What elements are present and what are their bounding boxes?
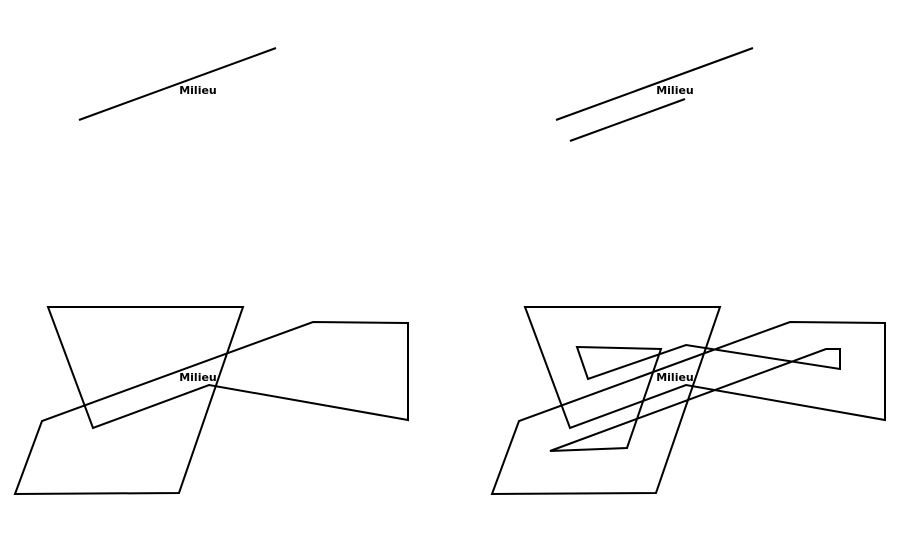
milieu-label: Milieu xyxy=(179,84,217,97)
milieu-label: Milieu xyxy=(179,371,217,384)
outline-polygon-inner xyxy=(549,343,841,452)
milieu-label: Milieu xyxy=(656,84,694,97)
panel-bottom-left: Milieu xyxy=(13,306,409,496)
panel-top-left: Milieu xyxy=(78,47,277,121)
diagonal-line-inner xyxy=(569,98,686,142)
panel-bottom-right: Milieu xyxy=(490,306,886,496)
outline-polygon xyxy=(13,306,409,496)
milieu-label: Milieu xyxy=(656,371,694,384)
panel-top-right: Milieu xyxy=(555,47,754,142)
diagonal-line-outer xyxy=(555,47,754,121)
diagonal-line xyxy=(78,47,277,121)
outline-polygon-outer xyxy=(490,306,886,496)
